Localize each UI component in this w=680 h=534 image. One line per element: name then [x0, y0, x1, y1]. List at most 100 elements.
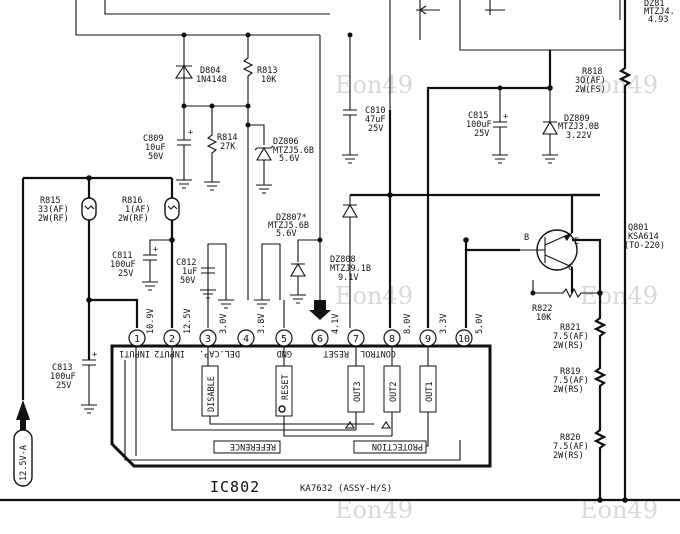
- top-right-wire: [485, 0, 505, 15]
- q801-base: [520, 237, 546, 263]
- corner-label: MTZJ4.: [644, 7, 675, 17]
- pin9-wire: [426, 86, 550, 328]
- q801-ref: Q801: [628, 223, 648, 233]
- r814-resistor-icon: [206, 106, 218, 182]
- supply-label: 12.5V-A: [19, 445, 29, 481]
- r814-ref: R814: [217, 133, 237, 143]
- d804-ref: D804: [200, 66, 220, 76]
- c810-capacitor-icon: [343, 35, 357, 155]
- plus-sign: +: [188, 128, 193, 138]
- ic-internal-wire: [135, 347, 173, 456]
- pin-name: RESET: [323, 348, 349, 358]
- pin-6: [311, 329, 329, 347]
- pin-1: [128, 329, 146, 347]
- ground-icon: [176, 179, 192, 189]
- c809-rating: 50V: [148, 152, 163, 162]
- dz807-ref: DZ807*: [276, 213, 307, 223]
- r813-ref: R813: [257, 66, 277, 76]
- pin-number: 3: [205, 334, 211, 345]
- pin-10: [455, 329, 473, 347]
- watermark: Eon49: [335, 282, 413, 310]
- ic-pins: [128, 329, 473, 347]
- pin-voltage: 12.5V: [183, 308, 193, 334]
- wire: [572, 238, 602, 293]
- plus-sign: +: [153, 245, 158, 255]
- c812-rating: 50V: [180, 276, 195, 286]
- dz808-rating: 9.1V: [338, 273, 358, 283]
- watermark: Eon49: [335, 71, 413, 99]
- wire: [207, 243, 227, 328]
- c815-rating: 25V: [474, 129, 489, 139]
- dz806-zener-icon: [254, 145, 274, 161]
- resistor-chain: [593, 293, 607, 500]
- c815-value: 100uF: [466, 120, 492, 130]
- ground-icon: [342, 154, 358, 164]
- wire: [87, 220, 139, 328]
- ground-icon: [492, 154, 508, 164]
- pin-name: INPUT2: [154, 348, 185, 358]
- pin-voltage: 10.9V: [146, 308, 156, 334]
- plus-sign: +: [503, 112, 508, 122]
- pin-voltage: 3.0V: [219, 314, 229, 334]
- q801-pin-e: E: [574, 237, 579, 247]
- junction-dot: [347, 32, 353, 38]
- pin-name: DEL.CAP.: [199, 348, 240, 358]
- ic-internal-wire: [207, 346, 429, 366]
- pin-voltage: 4.1V: [331, 314, 341, 334]
- q801-value: KSA614: [628, 232, 659, 242]
- reference-label: REFERENCE: [230, 441, 276, 451]
- r818-resistor-icon: [618, 0, 632, 500]
- pin-number: 9: [425, 334, 431, 345]
- c809-ref: C809: [143, 134, 163, 144]
- pin-number: 5: [281, 334, 287, 345]
- wire: [297, 239, 320, 262]
- c809-capacitor-icon: [177, 106, 191, 180]
- r822-value: 10K: [536, 313, 552, 323]
- c812-value: 1uF: [182, 267, 197, 277]
- d804-diode-icon: [174, 65, 194, 79]
- c813-ref: C813: [52, 363, 72, 373]
- c813-value: 100uF: [50, 372, 76, 382]
- r816-rating: 2W(RF): [118, 214, 149, 224]
- r815-value: 33(AF): [38, 205, 69, 215]
- pin-name: INPUT1: [119, 348, 150, 358]
- dz807-rating: 5.6V: [276, 229, 296, 239]
- c810-value: 47uF: [365, 115, 385, 125]
- c811-ref: C811: [112, 251, 132, 261]
- c811-capacitor-icon: [143, 254, 157, 282]
- ground-icon: [204, 181, 220, 191]
- c811-rating: 25V: [118, 269, 133, 279]
- junction-dot: [245, 122, 251, 128]
- r822-ref: R822: [532, 304, 552, 314]
- r821-value: 7.5(AF): [553, 332, 589, 342]
- dz809-value: MTZJ3.0B: [558, 122, 599, 132]
- out3-label: OUT3: [353, 382, 363, 402]
- top-wire-2: [104, 0, 330, 15]
- dz806-rating: 5.6V: [279, 154, 299, 164]
- c809-value: 10uF: [145, 143, 165, 153]
- pin-number: 6: [317, 334, 323, 345]
- wire: [570, 193, 600, 233]
- pin-voltage: 8.0V: [403, 314, 413, 334]
- dz808-ref: DZ808: [330, 255, 356, 265]
- r818-rating: 2W(FS): [575, 85, 606, 95]
- ground-icon: [254, 299, 270, 309]
- dz807-value: MTZJ5.6B: [268, 221, 309, 231]
- r821-ref: R821: [560, 323, 580, 333]
- r813-value: 10K: [261, 75, 277, 85]
- r818-value: 3O(AF): [575, 76, 606, 86]
- d804-value: 1N4148: [196, 75, 227, 85]
- dz808-value: MTZJ9.1B: [330, 264, 371, 274]
- wire: [149, 239, 172, 255]
- ground-icon: [290, 294, 306, 304]
- c812-capacitor-icon: [201, 267, 215, 274]
- c813-rating: 25V: [56, 381, 71, 391]
- out2-label: OUT2: [389, 382, 399, 402]
- c812-ref: C812: [176, 258, 196, 268]
- ground-icon: [256, 184, 272, 194]
- r819-rating: 2W(RS): [553, 385, 584, 395]
- r820-ref: R820: [560, 433, 580, 443]
- disable-label: DISABLE: [207, 376, 217, 412]
- r813-resistor-icon: [242, 35, 254, 300]
